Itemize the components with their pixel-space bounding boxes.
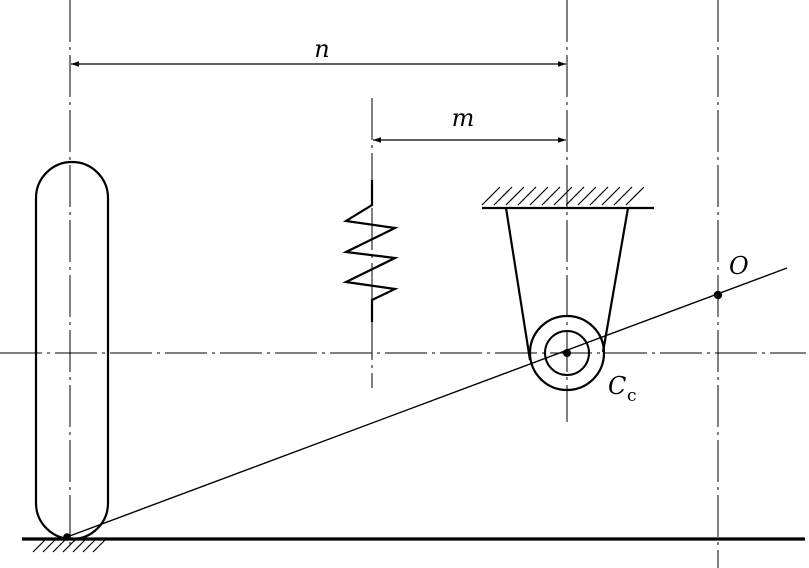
pivot-label: C — [608, 372, 626, 400]
spring — [342, 180, 399, 322]
ground-hatch — [32, 538, 107, 553]
instant-center-line — [66, 267, 788, 538]
dimension-n-label: n — [314, 35, 329, 63]
point-o-label: O — [729, 252, 749, 280]
pivot-outer — [528, 314, 606, 392]
wheel — [34, 160, 110, 541]
pivot-label-subscript: c — [627, 386, 637, 406]
mount-hatch — [481, 186, 645, 206]
hanger-right — [601, 207, 630, 353]
pivot-inner — [544, 330, 590, 376]
point-o — [713, 290, 723, 300]
hanger-left — [504, 207, 532, 361]
dimension-m-label: m — [452, 104, 475, 132]
pivot-center — [563, 349, 571, 357]
